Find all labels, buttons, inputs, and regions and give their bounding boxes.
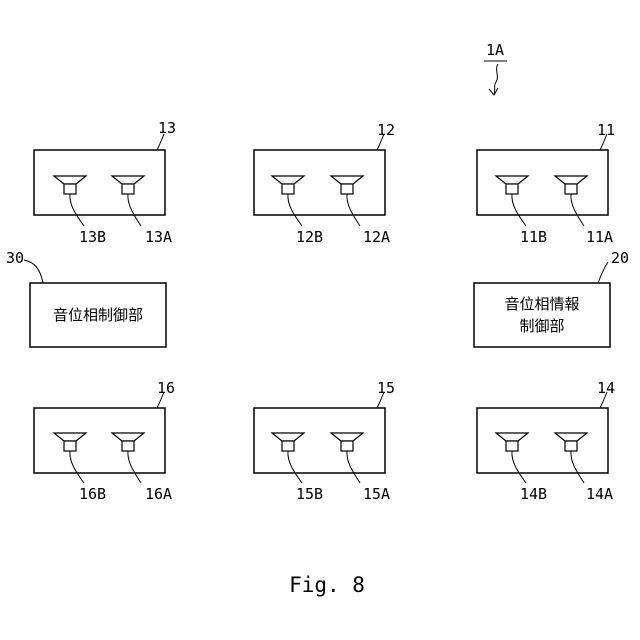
module-label: 16 <box>157 379 175 397</box>
speaker-label-b: 16B <box>79 485 106 503</box>
controller-label: 20 <box>611 249 629 267</box>
speaker-label-a: 15A <box>363 485 390 503</box>
system-label-group: 1A <box>484 41 507 95</box>
module-label: 14 <box>597 379 615 397</box>
figure-caption: Fig. 8 <box>289 573 365 597</box>
controller-text-line2: 制御部 <box>519 317 564 335</box>
module-label: 13 <box>158 119 176 137</box>
controller-20: 20 音位相情報 制御部 <box>474 249 629 347</box>
speaker-label-a: 12A <box>363 228 390 246</box>
system-label: 1A <box>486 41 504 59</box>
module-label: 11 <box>597 121 615 139</box>
speaker-label-b: 14B <box>520 485 547 503</box>
speaker-label-b: 12B <box>296 228 323 246</box>
speaker-label-a: 16A <box>145 485 172 503</box>
speaker-label-a: 14A <box>586 485 613 503</box>
module-label: 12 <box>377 121 395 139</box>
speaker-label-a: 11A <box>586 228 613 246</box>
controller-30: 30 音位相制御部 <box>6 249 166 347</box>
module-13: 13 13B 13A <box>34 119 176 246</box>
module-label: 15 <box>377 379 395 397</box>
module-14: 14 14B 14A <box>477 379 615 503</box>
speaker-label-b: 11B <box>520 228 547 246</box>
controller-label: 30 <box>6 249 24 267</box>
module-11: 11 11B 11A <box>477 121 615 246</box>
speaker-label-a: 13A <box>145 228 172 246</box>
module-16: 16 16B 16A <box>34 379 175 503</box>
controller-text-line1: 音位相情報 <box>504 295 579 313</box>
speaker-label-b: 15B <box>296 485 323 503</box>
speaker-label-b: 13B <box>79 228 106 246</box>
module-12: 12 12B 12A <box>254 121 395 246</box>
controller-text: 音位相制御部 <box>53 306 143 324</box>
module-15: 15 15B 15A <box>254 379 395 503</box>
